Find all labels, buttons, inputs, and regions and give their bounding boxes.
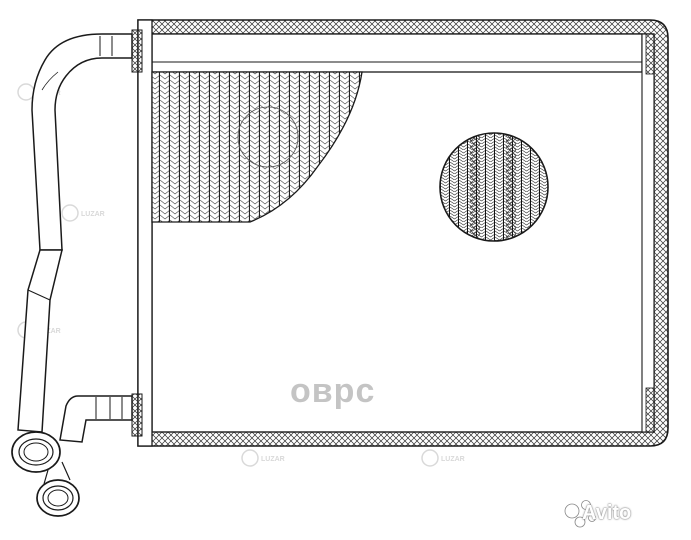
brand-watermark: оврс [290, 372, 376, 410]
marketplace-logo: Avito [582, 502, 632, 524]
watermark-circle-icon [421, 449, 439, 467]
watermark-circle-icon [61, 204, 79, 222]
core-fins-cutaway [151, 71, 363, 223]
watermark-text: LUZAR [261, 456, 285, 463]
watermark-text: LUZAR [441, 456, 465, 463]
watermark-text: LUZAR [37, 328, 61, 335]
pipe-assembly [11, 33, 133, 517]
watermark-text: LUZAR [81, 211, 105, 218]
avito-dots-icon [564, 500, 596, 528]
watermark-circle-icon [241, 449, 259, 467]
fin-detail-circle [439, 132, 549, 242]
watermark-circle-icon [17, 83, 35, 101]
